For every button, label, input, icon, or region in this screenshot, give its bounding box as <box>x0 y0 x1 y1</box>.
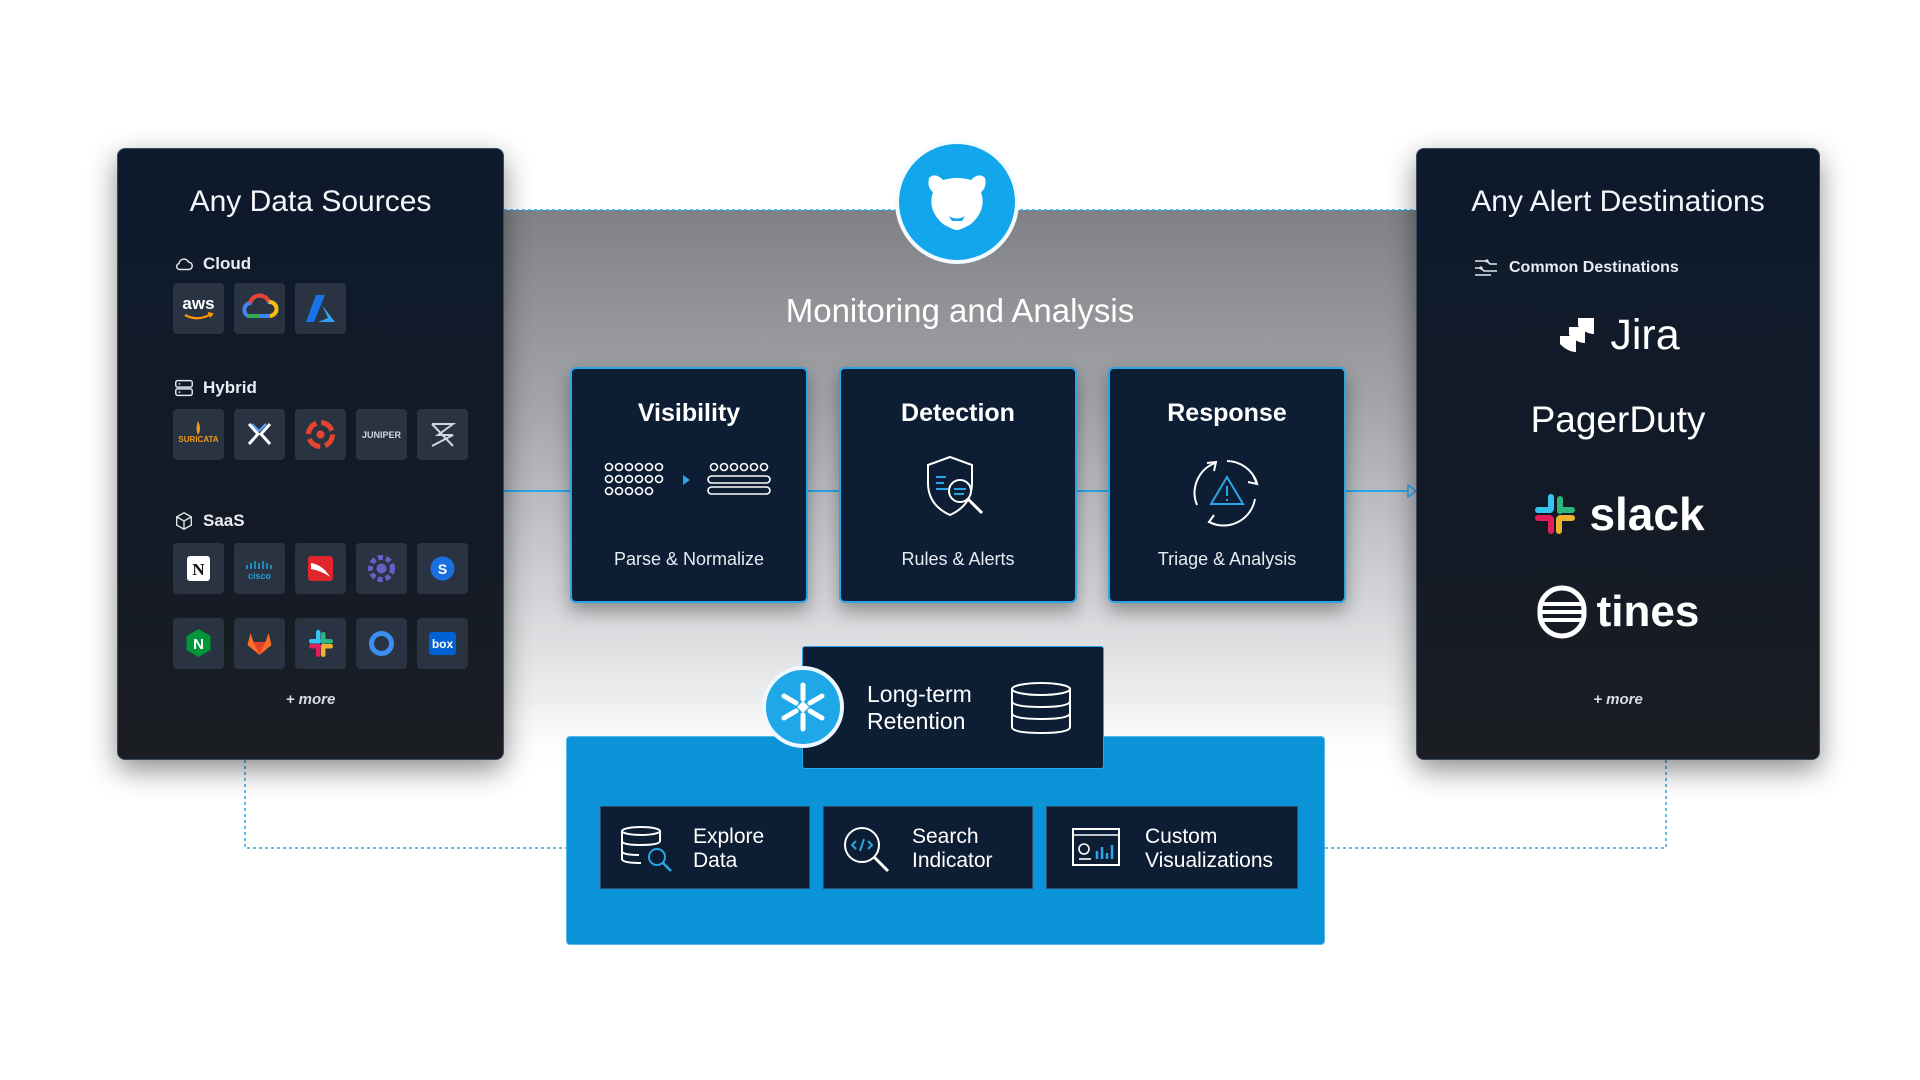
aws-logo: aws <box>173 283 224 334</box>
saas-label: SaaS <box>203 511 245 530</box>
retention-line-1: Long-term <box>867 681 972 707</box>
tines-name: tines <box>1596 587 1700 636</box>
alert-cycle-icon <box>1193 460 1259 527</box>
response-card[interactable]: Response Triage & Analysis <box>1108 367 1346 603</box>
crowdstrike-logo <box>295 543 346 594</box>
saas-logo-row-1: N cisco S <box>173 543 468 594</box>
1password-logo: S <box>417 543 468 594</box>
google-cloud-logo <box>234 283 285 334</box>
snowflake-badge <box>762 666 844 748</box>
tines-brand: tines <box>1417 585 1819 639</box>
monitoring-title: Monitoring and Analysis <box>785 292 1135 329</box>
custom-visualizations-card[interactable]: Custom Visualizations <box>1046 806 1298 889</box>
cisco-logo: cisco <box>234 543 285 594</box>
detection-card[interactable]: Detection Rules & Alerts <box>839 367 1077 603</box>
azure-logo <box>295 283 346 334</box>
data-sources-title: Any Data Sources <box>189 185 432 218</box>
response-title: Response <box>1167 399 1287 427</box>
cloud-icon <box>175 258 193 271</box>
jira-name: Jira <box>1610 311 1680 359</box>
left-more-link[interactable]: + more <box>285 691 336 708</box>
fortinet-swirl-logo <box>295 409 346 460</box>
tines-icon <box>1537 585 1587 639</box>
pagerduty-name: PagerDuty <box>1530 399 1706 440</box>
okta-logo <box>356 618 407 669</box>
snowflake-icon <box>781 682 825 732</box>
box-logo: box <box>417 618 468 669</box>
shield-search-icon <box>927 455 984 517</box>
slack-brand: slack <box>1417 487 1819 541</box>
settings-gear-logo <box>356 543 407 594</box>
suricata-logo: SURICATA <box>173 409 224 460</box>
hybrid-section-label: Hybrid <box>173 377 257 399</box>
detection-subtitle: Rules & Alerts <box>901 549 1015 569</box>
retention-line-2: Retention <box>867 708 966 734</box>
slack-icon <box>1535 494 1576 534</box>
hybrid-label: Hybrid <box>203 378 257 397</box>
notion-logo-text: N <box>192 560 205 579</box>
search-indicator-label: Search Indicator <box>912 825 993 873</box>
cloud-logo-row: aws <box>173 283 346 334</box>
custom-line-1: Custom <box>1145 825 1218 848</box>
zeek-logo <box>417 409 468 460</box>
nginx-logo-text: N <box>193 636 204 653</box>
detection-title: Detection <box>901 399 1015 427</box>
alert-destinations-panel: Any Alert Destinations Common Destinatio… <box>1416 148 1820 760</box>
explore-data-card[interactable]: Explore Data <box>600 806 810 889</box>
slack-name: slack <box>1589 488 1705 540</box>
1password-logo-text: S <box>438 561 447 577</box>
dashboard-icon <box>1072 828 1120 866</box>
database-search-icon <box>621 826 672 872</box>
cloud-label: Cloud <box>203 254 252 273</box>
code-search-icon <box>844 827 890 873</box>
nginx-logo: N <box>173 618 224 669</box>
routing-icon <box>1475 259 1497 276</box>
visibility-subtitle: Parse & Normalize <box>613 549 765 569</box>
saas-section-label: SaaS <box>173 510 245 532</box>
custom-line-2: Visualizations <box>1145 849 1274 872</box>
explore-line-2: Data <box>693 849 738 872</box>
visibility-title: Visibility <box>637 399 741 427</box>
box-logo-text: box <box>432 637 454 651</box>
visibility-card[interactable]: Visibility Parse & Normalize <box>570 367 808 603</box>
aws-logo-text: aws <box>182 294 214 313</box>
right-more-link[interactable]: + more <box>1593 691 1643 708</box>
common-destinations-text: Common Destinations <box>1509 259 1679 276</box>
parse-normalize-icon <box>604 462 771 496</box>
gitlab-logo <box>234 618 285 669</box>
search-line-2: Indicator <box>912 849 993 872</box>
juniper-logo-text: JUNIPER <box>362 430 402 440</box>
alert-destinations-title: Any Alert Destinations <box>1471 185 1765 218</box>
hybrid-logo-row: SURICATA JUNIPER <box>173 409 468 460</box>
pagerduty-brand: PagerDuty <box>1417 399 1819 441</box>
explore-data-label: Explore Data <box>693 825 764 873</box>
search-line-1: Search <box>912 825 979 848</box>
search-indicator-card[interactable]: Search Indicator <box>823 806 1033 889</box>
juniper-logo: JUNIPER <box>356 409 407 460</box>
server-icon <box>175 379 193 397</box>
data-sources-panel: Any Data Sources Cloud aws Hybrid SURICA… <box>117 148 504 760</box>
common-destinations-label: Common Destinations <box>1473 257 1679 279</box>
explore-line-1: Explore <box>693 825 765 848</box>
notion-logo: N <box>173 543 224 594</box>
retention-label: Long-term Retention <box>867 681 972 735</box>
panther-head-icon <box>928 175 986 230</box>
panther-badge <box>895 140 1019 264</box>
slack-logo <box>295 618 346 669</box>
saas-logo-row-2: N box <box>173 618 468 669</box>
cloud-section-label: Cloud <box>173 253 251 275</box>
response-subtitle: Triage & Analysis <box>1157 549 1297 569</box>
crowd-x-logo <box>234 409 285 460</box>
jira-brand: Jira <box>1417 311 1819 360</box>
cisco-logo-text: cisco <box>248 571 272 581</box>
suricata-logo-text: SURICATA <box>178 435 218 444</box>
cube-icon <box>175 511 193 531</box>
custom-visualizations-label: Custom Visualizations <box>1145 825 1273 873</box>
database-icon <box>1011 682 1071 735</box>
long-term-retention-card[interactable]: Long-term Retention <box>802 646 1104 769</box>
jira-icon <box>1560 317 1595 352</box>
